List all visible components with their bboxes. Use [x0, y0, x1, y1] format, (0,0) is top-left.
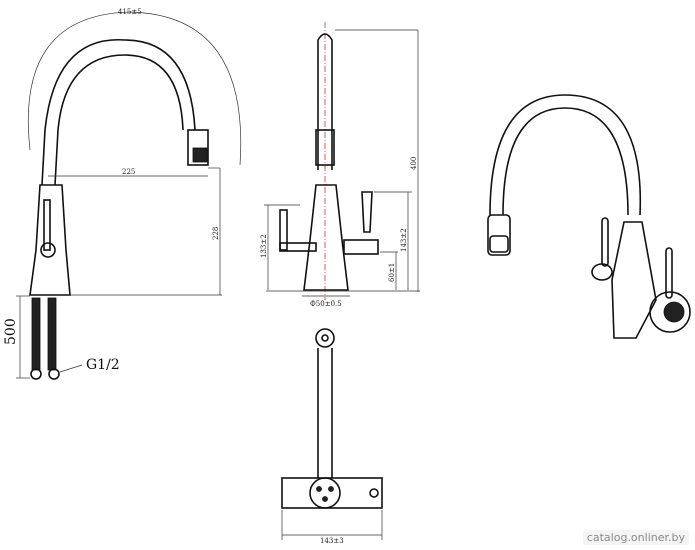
persp-spout-outer: [489, 94, 642, 216]
persp-body: [611, 221, 657, 339]
persp-left-knob: [591, 263, 613, 281]
spout-top-circle: [315, 328, 335, 348]
spray-nozzle: [192, 147, 208, 163]
body-knob: [40, 242, 56, 258]
top-cartridge: [309, 477, 341, 509]
front-view: 133±2 400 143±2 60±1 Ф50±0.5: [260, 22, 420, 308]
side-view: 415±5 225 228 500 G1/2: [3, 8, 242, 380]
top-view: 143±3: [281, 328, 383, 545]
h-143-label: 143±2: [400, 228, 408, 252]
h-60-label: 60±1: [388, 263, 396, 282]
reach-label: 225: [122, 168, 135, 176]
persp-spray-end: [489, 235, 509, 253]
spout-column: [317, 33, 333, 170]
perspective-view: [487, 94, 691, 339]
persp-left-lever: [601, 217, 609, 267]
persp-right-lever: [665, 247, 673, 299]
hose-length-label: 500: [3, 318, 19, 345]
hose-fitting-left: [30, 368, 42, 380]
diameter-label: Ф50±0.5: [310, 300, 342, 308]
hose-fitting-right: [48, 368, 60, 380]
spout-joint: [315, 129, 335, 166]
side-lever: [43, 199, 51, 251]
persp-right-handle-cap: [663, 301, 685, 323]
left-lever-arm: [279, 242, 317, 252]
persp-spray-head: [487, 214, 511, 256]
left-lever: [279, 209, 288, 251]
persp-spout-inner: [502, 107, 629, 216]
top-handle-end: [369, 488, 379, 498]
thread-label: G1/2: [86, 357, 120, 373]
spout-inner: [54, 54, 184, 186]
spout-outer: [41, 39, 196, 186]
tall-400-label: 400: [410, 157, 418, 170]
spout-top-inner: [321, 334, 329, 342]
top-body: [281, 477, 383, 509]
hose-left: [31, 297, 41, 371]
arc-dim-label: 415±5: [118, 8, 142, 16]
spray-head: [187, 129, 209, 166]
front-body: [303, 184, 349, 291]
bottom-width-label: 143±3: [320, 537, 344, 545]
h-133-label: 133±2: [260, 234, 268, 258]
height-228-label: 228: [212, 227, 220, 240]
arc-dimension-line: [27, 11, 242, 166]
persp-right-handle: [649, 291, 691, 333]
right-lever-handle: [343, 239, 379, 255]
hose-right: [47, 297, 57, 371]
right-lever: [361, 191, 373, 233]
watermark: catalog.onliner.by: [582, 530, 689, 545]
